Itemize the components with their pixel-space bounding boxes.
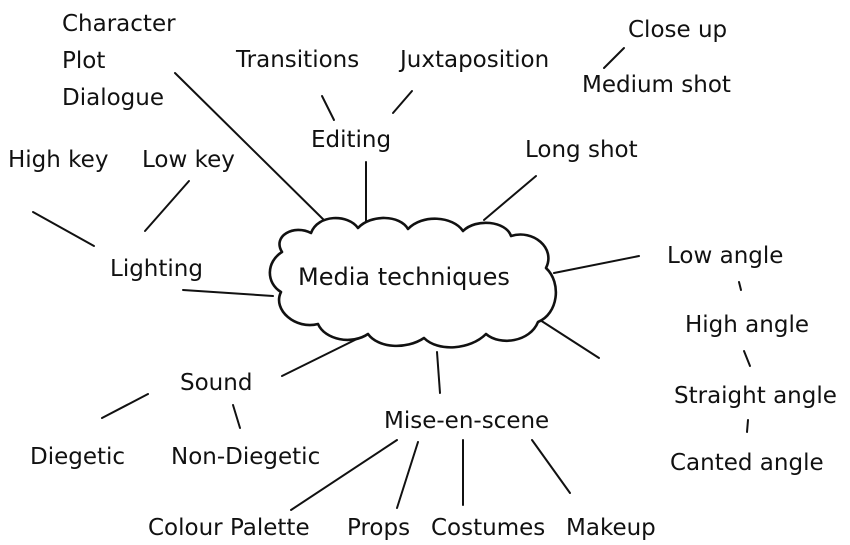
line-colour-palette (290, 439, 398, 511)
makeup-label: Makeup (566, 515, 656, 541)
connector-lines (32, 47, 751, 511)
dialogue-label: Dialogue (62, 85, 164, 111)
line-high-key (32, 211, 95, 247)
colour-palette-label: Colour Palette (148, 515, 310, 541)
diegetic-label: Diegetic (30, 444, 125, 470)
line-sound (281, 334, 366, 377)
plot-label: Plot (62, 48, 105, 74)
line-long-shot (483, 175, 537, 221)
center-label: Media techniques (298, 263, 510, 291)
line-angles (553, 255, 640, 274)
line-close-up (603, 47, 625, 69)
juxtaposition-label: Juxtaposition (398, 47, 549, 73)
line-props (396, 441, 419, 509)
low-key-label: Low key (142, 147, 235, 173)
editing-label: Editing (311, 127, 391, 153)
medium-shot-label: Medium shot (582, 72, 731, 98)
long-shot-label: Long shot (525, 137, 638, 163)
straight-angle-label: Straight angle (674, 383, 837, 409)
lighting-label: Lighting (110, 256, 203, 282)
line-lighting (182, 289, 274, 297)
close-up-label: Close up (628, 17, 727, 43)
line-narrative (174, 72, 331, 227)
non-diegetic-label: Non-Diegetic (171, 444, 320, 470)
canted-angle-label: Canted angle (670, 450, 824, 476)
props-label: Props (347, 515, 410, 541)
high-key-label: High key (8, 147, 108, 173)
low-angle-label: Low angle (667, 243, 783, 269)
center-cloud (268, 216, 558, 349)
line-diegetic (101, 393, 149, 419)
line-angles-lower (539, 319, 600, 359)
mise-en-scene-label: Mise-en-scene (384, 408, 549, 434)
line-juxtaposition (392, 90, 413, 114)
costumes-label: Costumes (431, 515, 545, 541)
character-label: Character (62, 11, 176, 37)
line-low-key (144, 180, 190, 232)
transitions-label: Transitions (235, 47, 359, 73)
high-angle-label: High angle (685, 312, 809, 338)
line-angle-link-3 (746, 419, 749, 433)
line-makeup (531, 439, 571, 494)
line-angle-link-1 (738, 281, 742, 291)
sound-label: Sound (180, 370, 252, 396)
line-angle-link-2 (743, 350, 751, 367)
line-mise-en-scene (436, 351, 441, 394)
line-transitions (321, 95, 335, 121)
line-non-diegetic (232, 404, 241, 429)
